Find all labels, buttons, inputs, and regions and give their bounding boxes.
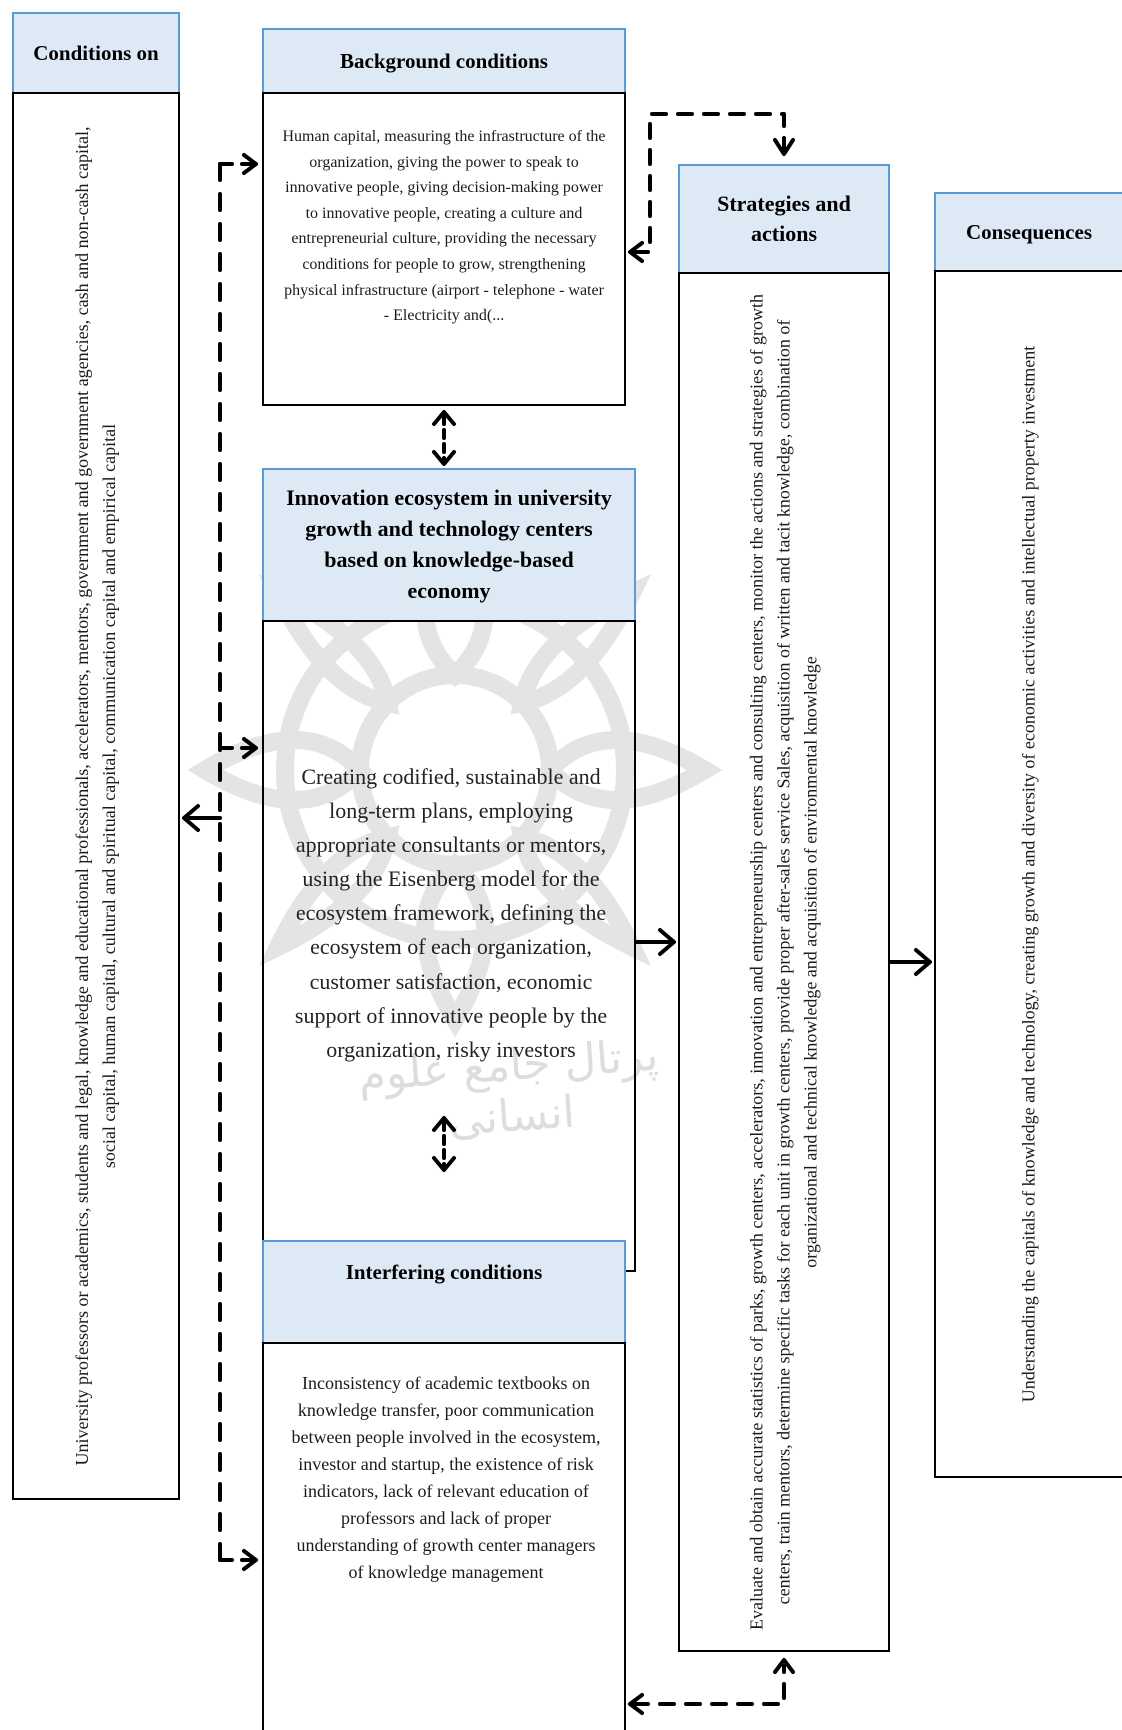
background-conditions-title: Background conditions: [340, 48, 548, 73]
arrow-head-strategies-bottom: [773, 1658, 795, 1674]
arrow-head-background-right: [628, 241, 644, 263]
conditions-on-text: University professors or academics, stud…: [72, 126, 119, 1466]
innovation-ecosystem-box: Creating codified, sustainable and long-…: [262, 620, 636, 1272]
background-conditions-box: Human capital, measuring the infrastruct…: [262, 92, 626, 406]
arrow-head-interfering-left: [242, 1549, 258, 1571]
interfering-conditions-box: Inconsistency of academic textbooks on k…: [262, 1342, 626, 1730]
innovation-ecosystem-text: Creating codified, sustainable and long-…: [294, 764, 608, 1062]
arrow-head-conditions: [182, 804, 200, 832]
strategies-actions-header: Strategies and actions: [678, 164, 890, 274]
arrow-head-interfering-right: [628, 1693, 644, 1715]
consequences-box: Understanding the capitals of knowledge …: [934, 270, 1122, 1478]
strategies-actions-text: Evaluate and obtain accurate statistics …: [746, 293, 821, 1631]
consequences-header: Consequences: [934, 192, 1122, 272]
double-arrow-up-head: [432, 410, 456, 426]
conditions-on-box: University professors or academics, stud…: [12, 92, 180, 1500]
background-conditions-header: Background conditions: [262, 28, 626, 94]
consequences-text: Understanding the capitals of knowledge …: [1018, 345, 1039, 1403]
double-arrow-down-head: [432, 450, 456, 466]
strategies-actions-box: Evaluate and obtain accurate statistics …: [678, 272, 890, 1652]
arrow-head-consequences: [914, 948, 932, 976]
conditions-on-header: Conditions on: [12, 12, 180, 94]
interfering-conditions-text: Inconsistency of academic textbooks on k…: [291, 1373, 601, 1582]
interfering-conditions-title: Interfering conditions: [345, 1259, 543, 1284]
background-conditions-text: Human capital, measuring the infrastruct…: [282, 128, 606, 325]
arrow-head-strategies-top: [773, 138, 795, 156]
innovation-ecosystem-header: Innovation ecosystem in university growt…: [262, 468, 636, 622]
arrow-head-innovation-left: [242, 737, 258, 759]
consequences-title: Consequences: [965, 219, 1092, 244]
arrow-head-strategies-mid: [658, 928, 676, 956]
dashed-loop-bottom: [632, 1664, 786, 1706]
innovation-ecosystem-title: Innovation ecosystem in university growt…: [286, 485, 612, 603]
conditions-on-title: Conditions on: [33, 40, 159, 65]
strategies-actions-title: Strategies and actions: [717, 191, 851, 246]
interfering-conditions-header: Interfering conditions: [262, 1240, 626, 1344]
arrow-head-bg-left: [242, 153, 258, 175]
